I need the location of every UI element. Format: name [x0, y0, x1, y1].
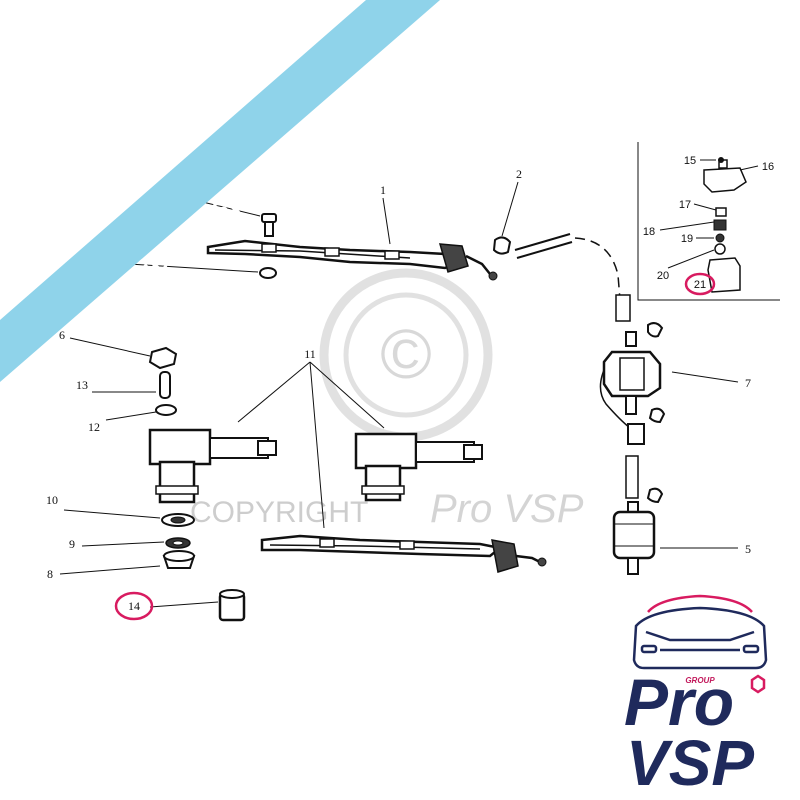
fuel-pump-7 — [599, 322, 666, 445]
seal-10 — [161, 513, 195, 527]
callout-15: 15 — [684, 155, 696, 167]
injector-right — [354, 432, 483, 502]
callout-13: 13 — [76, 378, 88, 392]
fuel-filter-5 — [612, 501, 656, 575]
website-banner: pro-piece-vsp.com — [0, 0, 440, 382]
clamp-lower — [646, 487, 664, 504]
callout-9: 9 — [69, 537, 75, 551]
callout-19: 19 — [681, 233, 693, 245]
callout-2: 2 — [516, 167, 522, 181]
callout-1: 1 — [380, 183, 386, 197]
regulator-assembly — [703, 159, 747, 293]
bolt-4 — [261, 213, 277, 237]
logo-vsp-text: VSP — [626, 727, 754, 799]
callout-12: 12 — [88, 420, 100, 434]
logo-pro-text: Pro — [624, 665, 734, 739]
brand-logo: GROUP Pro VSP — [624, 594, 768, 799]
callout-7: 7 — [745, 376, 751, 390]
callout-5: 5 — [745, 542, 751, 556]
callout-14: 14 — [128, 599, 140, 613]
callout-6: 6 — [59, 328, 65, 342]
nut-6 — [148, 346, 178, 370]
watermark-symbol: © — [380, 315, 432, 393]
highlight-ring-21 — [684, 272, 716, 296]
fuel-rail-top — [206, 239, 498, 281]
watermark-brand: Pro VSP — [430, 487, 584, 531]
callout-11: 11 — [304, 347, 316, 361]
fuel-hose-lower — [625, 455, 639, 499]
car-outline-icon — [632, 594, 768, 670]
leader-lines — [59, 159, 759, 608]
pin-13 — [159, 371, 171, 399]
callout-8: 8 — [47, 567, 53, 581]
injector-left — [148, 428, 277, 504]
nut-3 — [259, 267, 277, 279]
ring-9 — [165, 537, 191, 549]
highlight-ring-14 — [114, 591, 154, 621]
callout-16: 16 — [762, 161, 774, 173]
callout-18: 18 — [643, 226, 655, 238]
copyright-icon: © — [319, 268, 493, 442]
seal-8 — [162, 550, 196, 569]
watermark-copyright: COPYRIGHT — [190, 496, 368, 529]
logo-group-text: GROUP — [685, 676, 715, 685]
hose-clamp-2 — [492, 236, 512, 255]
callout-20: 20 — [657, 270, 669, 282]
inset-box — [637, 142, 780, 301]
callout-10: 10 — [46, 493, 58, 507]
fuel-rail-bottom — [260, 534, 547, 573]
cap-14 — [218, 589, 246, 622]
washer-12 — [155, 404, 177, 416]
callout-17: 17 — [679, 199, 691, 211]
callout-21: 21 — [694, 279, 706, 291]
fuel-hose — [514, 233, 631, 322]
